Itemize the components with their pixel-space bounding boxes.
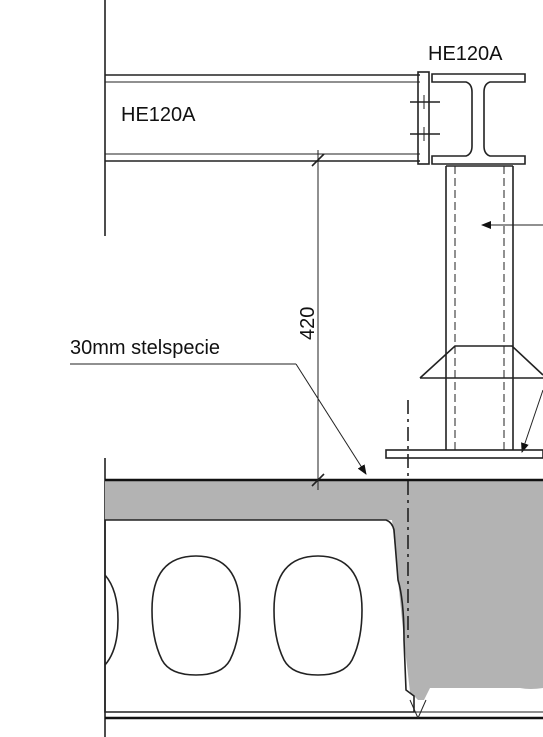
base-plate [385,449,543,459]
grout-note: 30mm stelspecie [70,337,220,359]
anchor-collar [419,345,543,453]
beam-label: HE120A [121,104,196,126]
hollow-core-void-3 [273,555,363,676]
column-cross-section [431,73,526,165]
hollow-core-void-1 [104,574,119,666]
dimension-label: 420 [297,307,319,340]
column-label: HE120A [428,43,503,65]
grout-leader [70,363,367,475]
dimension-line [311,150,325,490]
concrete-topping [105,478,543,700]
horizontal-beam [105,71,440,165]
support-post [445,165,543,450]
hollow-core-void-2 [151,555,241,676]
hollow-core-slab [104,519,543,720]
